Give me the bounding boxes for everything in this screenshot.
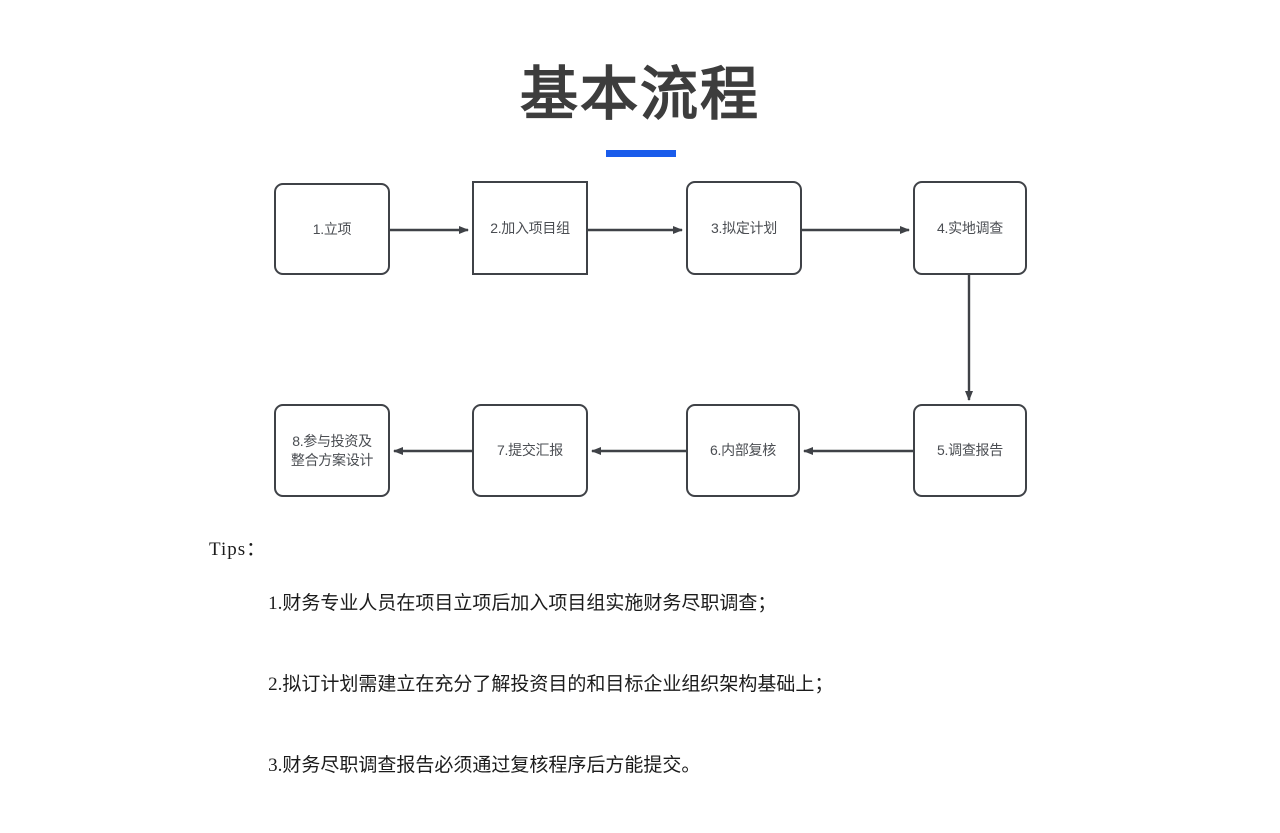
flow-node-5[interactable]: 5.调查报告	[913, 404, 1027, 497]
flow-node-2[interactable]: 2.加入项目组	[472, 181, 588, 275]
flow-node-4[interactable]: 4.实地调查	[913, 181, 1027, 275]
tips-label: Tips：	[209, 539, 267, 560]
flow-node-1[interactable]: 1.立项	[274, 183, 390, 275]
flow-node-6[interactable]: 6.内部复核	[686, 404, 800, 497]
page-title: 基本流程	[519, 62, 760, 127]
tips-list: 1.财务专业人员在项目立项后加入项目组实施财务尽职调查； 2.拟订计划需建立在充…	[268, 536, 833, 833]
title-accent-underline	[606, 150, 676, 157]
tips-line-3: 3.财务尽职调查报告必须通过复核程序后方能提交。	[268, 755, 701, 776]
slide-canvas: 基本流程 1.立项 2.加入项目组 3.拟定计划 4.实地调查	[209, 62, 1027, 776]
flow-node-8[interactable]: 8.参与投资及 整合方案设计	[274, 404, 390, 497]
tips-line-2: 2.拟订计划需建立在充分了解投资目的和目标企业组织架构基础上；	[268, 674, 834, 695]
tips-block: Tips： 1.财务专业人员在项目立项后加入项目组实施财务尽职调查； 2.拟订计…	[209, 536, 833, 833]
flow-node-3[interactable]: 3.拟定计划	[686, 181, 802, 275]
flow-node-7[interactable]: 7.提交汇报	[472, 404, 588, 497]
tips-line-1: 1.财务专业人员在项目立项后加入项目组实施财务尽职调查；	[268, 593, 777, 614]
